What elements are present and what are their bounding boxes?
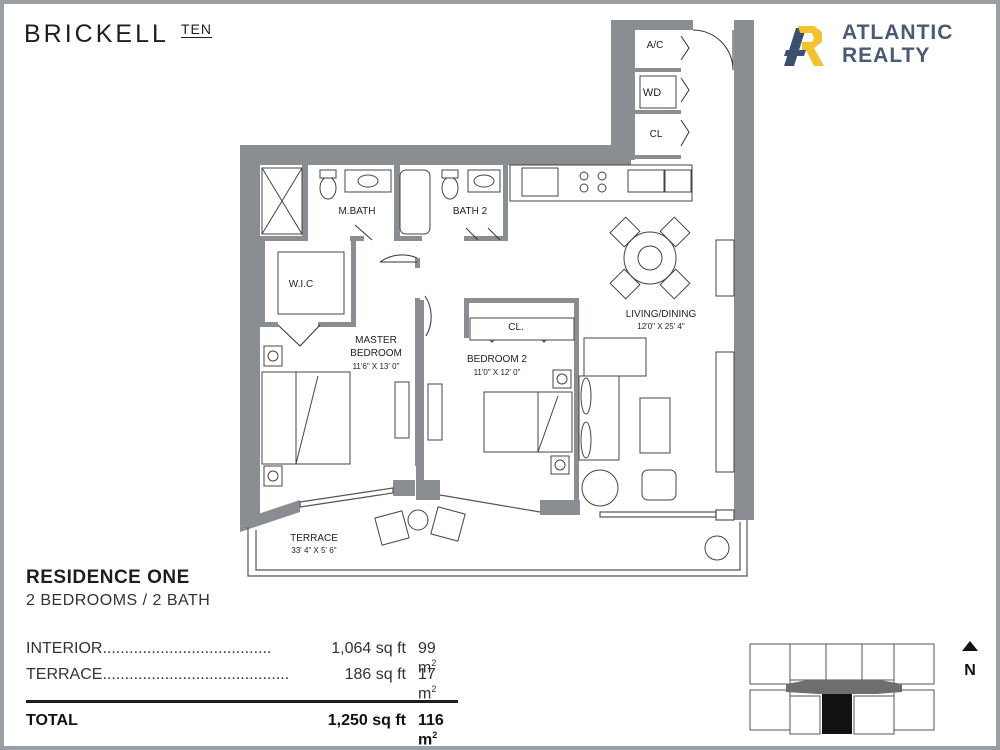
brand-subtitle: TEN [181,21,212,38]
label-wic: W.I.C [289,279,313,290]
label-ac: A/C [647,40,664,51]
company-name: ATLANTIC REALTY [842,21,953,67]
fixtures [261,75,735,561]
total-area-row: TOTAL 1,250 sq ft 116 m2 [26,712,456,748]
north-arrow-icon: N [962,641,978,679]
residence-subtitle: 2 BEDROOMS / 2 BATH [26,592,211,609]
label-wd: WD [643,87,661,99]
total-label: TOTAL [26,712,78,729]
north-label: N [964,662,976,679]
terrace-area-row: TERRACE.................................… [26,666,456,702]
label-master-bedroom-line2: BEDROOM [350,348,402,359]
label-closet: CL. [508,322,524,333]
label-bedroom2: BEDROOM 2 [467,354,527,365]
atlantic-realty-logo-icon [784,26,824,66]
interior-m2: 99 m2 [418,640,437,677]
label-bath2: BATH 2 [453,206,488,217]
label-master-bath: M.BATH [338,206,375,217]
total-m2: 116 m2 [418,712,444,749]
key-plan [749,643,935,735]
label-bedroom2-dimensions: 11'0" X 12' 0" [474,368,521,377]
label-cl-utility: CL [650,129,663,140]
interior-label: INTERIOR................................… [26,640,272,657]
company-name-line1: ATLANTIC [842,21,954,44]
label-living-dining: LIVING/DINING [626,309,697,320]
terrace-sqft: 186 sq ft [344,666,406,683]
label-living-dining-dimensions: 12'0" X 25' 4" [637,322,685,331]
terrace-label: TERRACE.................................… [26,666,290,683]
label-terrace-dimensions: 33' 4" X 5' 6" [291,546,336,555]
terrace-m2: 17 m2 [418,666,437,703]
interior-area-row: INTERIOR................................… [26,640,456,676]
label-master-bedroom-dimensions: 11'6" X 13' 0" [353,362,400,371]
company-name-line2: REALTY [842,44,931,67]
residence-title: RESIDENCE ONE [26,567,190,588]
label-terrace: TERRACE [290,533,338,544]
total-sqft: 1,250 sq ft [327,712,406,729]
walls [240,20,754,532]
label-master-bedroom-line1: MASTER [355,335,397,346]
total-divider [26,700,458,703]
interior-sqft: 1,064 sq ft [331,640,406,657]
brand-name: BRICKELL [24,20,169,48]
room-labels: A/C WD CL M.BATH BATH 2 W.I.C MASTER BED… [289,40,697,555]
windows [247,487,748,577]
